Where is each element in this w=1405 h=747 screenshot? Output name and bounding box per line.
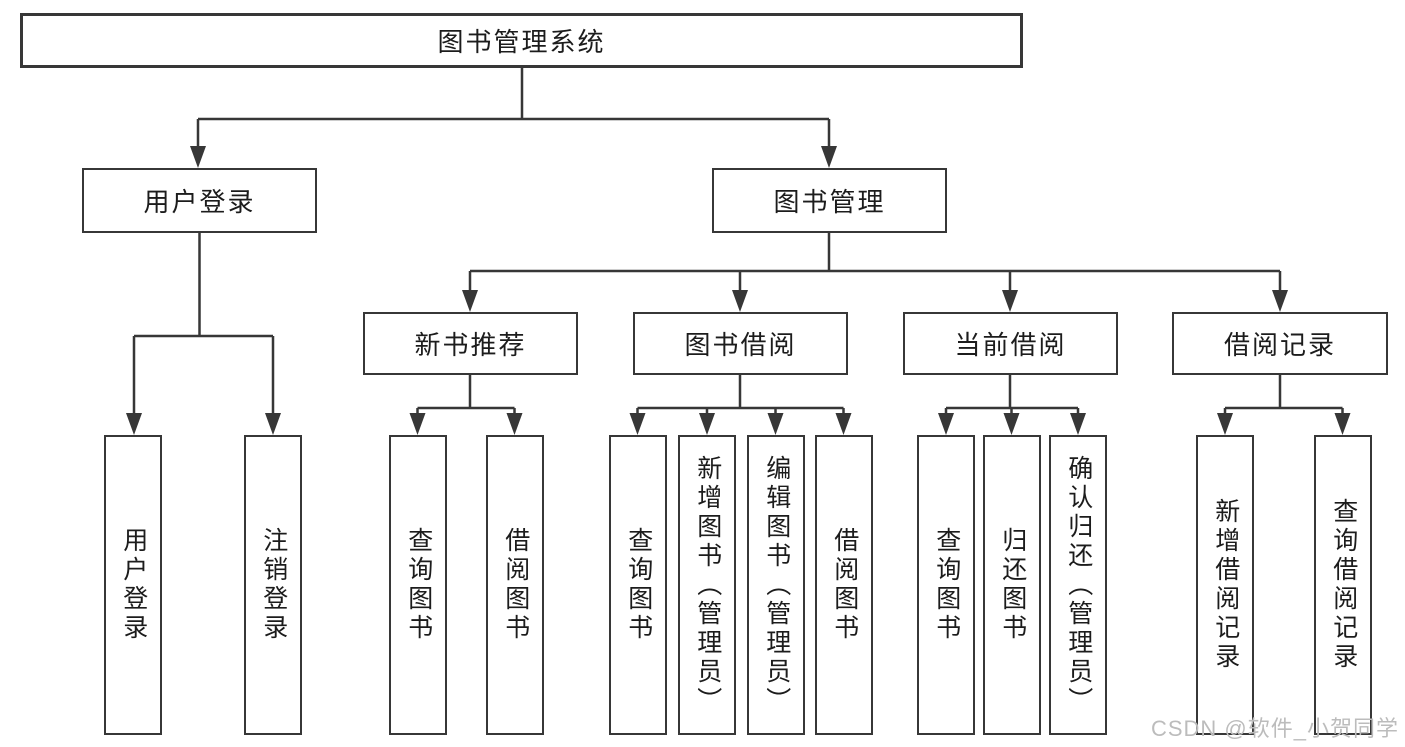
arrow-down-icons [126, 146, 1351, 435]
csdn-watermark: CSDN @软件_小贺同学 [1150, 716, 1399, 741]
node-label: 图书管理系统 [437, 27, 606, 57]
node-label: 用户登录 [119, 527, 148, 643]
leaf-current-confirm-return-admin: 确认归还（管理员） [1049, 435, 1107, 735]
leaf-records-query-borrow-record: 查询借阅记录 [1314, 435, 1372, 735]
node-label: 新增图书（管理员） [693, 454, 722, 716]
node-label: 当前借阅 [954, 330, 1067, 360]
leaf-borrowing-add-books-admin: 新增图书（管理员） [678, 435, 736, 735]
node-borrowing-records: 借阅记录 [1172, 312, 1388, 375]
node-label: 图书管理 [773, 187, 886, 217]
node-label: 图书借阅 [684, 330, 797, 360]
node-label: 查询图书 [624, 527, 653, 643]
node-label: 借阅图书 [501, 527, 530, 643]
leaf-borrowing-borrow-books: 借阅图书 [815, 435, 873, 735]
node-label: 新增借阅记录 [1211, 498, 1240, 672]
node-label: 查询借阅记录 [1329, 498, 1358, 672]
node-current-borrowing: 当前借阅 [903, 312, 1118, 375]
node-label: 查询图书 [932, 527, 961, 643]
node-label: 注销登录 [259, 527, 288, 643]
leaf-borrowing-query-books: 查询图书 [609, 435, 667, 735]
node-label: 用户登录 [143, 187, 256, 217]
node-book-management: 图书管理 [712, 168, 947, 233]
node-label: 归还图书 [998, 527, 1027, 643]
node-label: 新书推荐 [414, 330, 527, 360]
leaf-current-query-books: 查询图书 [917, 435, 975, 735]
node-label: 编辑图书（管理员） [762, 454, 791, 716]
node-new-book-recommendation: 新书推荐 [363, 312, 578, 375]
leaf-borrowing-edit-books-admin: 编辑图书（管理员） [747, 435, 805, 735]
node-label: 确认归还（管理员） [1064, 454, 1093, 716]
node-library-management-system: 图书管理系统 [20, 13, 1023, 68]
node-label: 借阅图书 [830, 527, 859, 643]
node-user-login: 用户登录 [82, 168, 317, 233]
node-label: 查询图书 [404, 527, 433, 643]
leaf-records-add-borrow-record: 新增借阅记录 [1196, 435, 1254, 735]
leaf-recommend-query-books: 查询图书 [389, 435, 447, 735]
leaf-user-login: 用户登录 [104, 435, 162, 735]
node-book-borrowing: 图书借阅 [633, 312, 848, 375]
leaf-logout: 注销登录 [244, 435, 302, 735]
node-label: 借阅记录 [1223, 330, 1336, 360]
leaf-recommend-borrow-books: 借阅图书 [486, 435, 544, 735]
leaf-current-return-books: 归还图书 [983, 435, 1041, 735]
